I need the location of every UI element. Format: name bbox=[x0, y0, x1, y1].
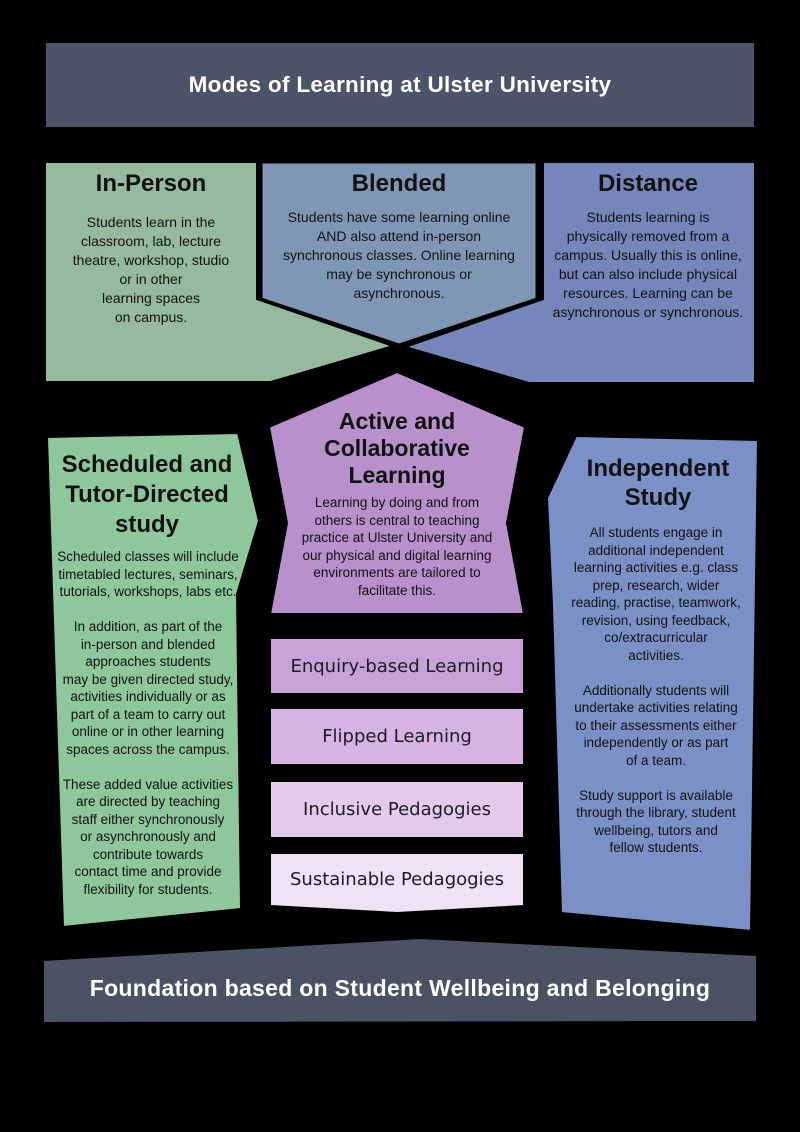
pedagogy-box-1-shape bbox=[269, 637, 525, 695]
independent-title: Independent Study bbox=[586, 455, 730, 511]
active-learning-body: Learning by doing and from others is cen… bbox=[301, 495, 493, 598]
footer-title: Foundation based on Student Wellbeing an… bbox=[89, 974, 711, 1001]
pedagogy-box-sustainable: Sustainable Pedagogies bbox=[289, 868, 505, 890]
pedagogy-box-2-shape bbox=[269, 707, 525, 766]
in-person-title: In-Person bbox=[95, 170, 207, 197]
active-learning-title: Active and Collaborative Learning bbox=[324, 408, 470, 488]
blended-shape bbox=[259, 160, 539, 347]
pedagogy-box-4-shape bbox=[269, 852, 525, 915]
blended-title: Blended bbox=[351, 170, 447, 197]
scheduled-shape bbox=[45, 431, 261, 929]
active-learning-shape bbox=[267, 370, 527, 615]
pedagogy-box-3-shape bbox=[269, 780, 525, 839]
header-title: Modes of Learning at Ulster University bbox=[188, 72, 612, 97]
blended-body: Students have some learning online AND a… bbox=[283, 209, 515, 301]
in-person-shape bbox=[44, 161, 397, 383]
pedagogy-box-enquiry: Enquiry-based Learning bbox=[290, 655, 504, 677]
distance-shape bbox=[401, 161, 756, 384]
pedagogy-box-flipped: Flipped Learning bbox=[322, 726, 472, 747]
in-person-body: Students learn in the classroom, lab, le… bbox=[72, 214, 230, 325]
footer-banner-shape bbox=[42, 936, 758, 1025]
scheduled-title: Scheduled and Tutor-Directed study bbox=[61, 451, 233, 538]
distance-body: Students learning is physically removed … bbox=[552, 209, 744, 320]
independent-shape bbox=[545, 434, 760, 933]
distance-title: Distance bbox=[597, 170, 699, 197]
scheduled-body: Scheduled classes will include timetable… bbox=[57, 549, 239, 897]
pedagogy-box-inclusive: Inclusive Pedagogies bbox=[303, 799, 491, 820]
independent-body: All students engage in additional indepe… bbox=[571, 525, 741, 855]
header-banner-shape bbox=[44, 41, 756, 129]
